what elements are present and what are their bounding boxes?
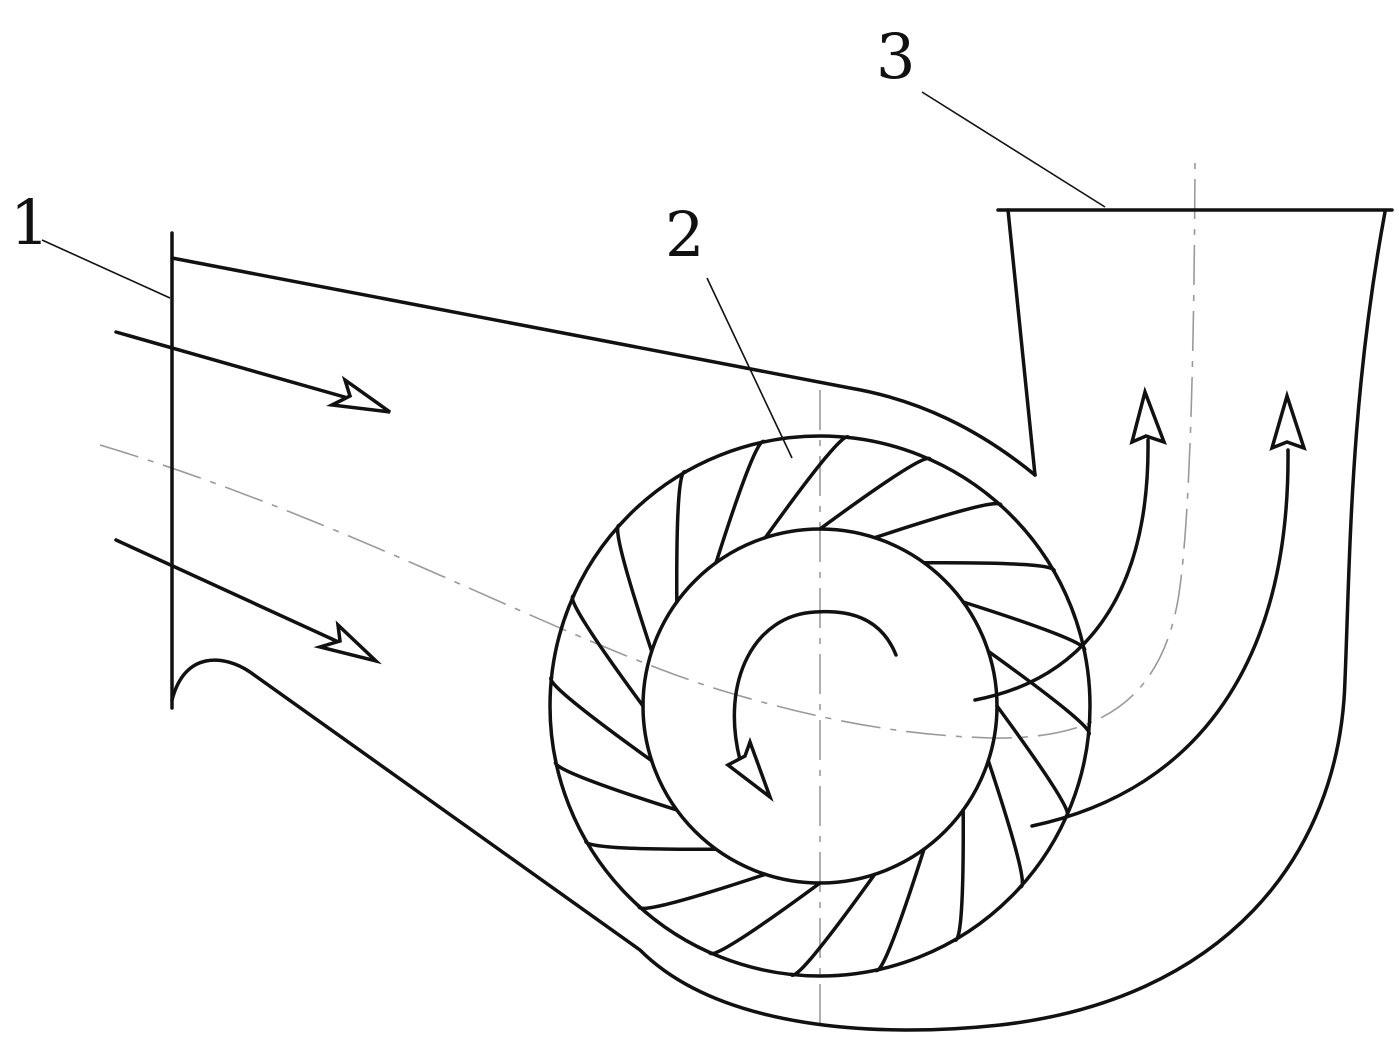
impeller-blade <box>637 872 768 911</box>
impeller-blade <box>995 704 1070 818</box>
leader-line-1 <box>41 239 171 299</box>
impeller-blade <box>674 470 688 604</box>
impeller-blade <box>952 808 966 942</box>
impeller <box>548 434 1092 978</box>
inlet-arrow-upper-shaft <box>114 330 357 402</box>
impeller-blade <box>789 872 877 977</box>
label-inlet: 1 <box>10 186 49 259</box>
centerlines <box>99 159 1196 1030</box>
label-outlet: 3 <box>876 20 915 93</box>
part-labels: 1 2 3 <box>10 20 915 271</box>
fan-housing <box>170 208 1394 1032</box>
rotation-arrow-arc <box>732 609 898 762</box>
outlet-arrow-inner-shaft <box>973 438 1150 702</box>
impeller-blade <box>570 594 645 708</box>
impeller-blades <box>549 435 1091 977</box>
impeller-blade <box>584 838 718 852</box>
outlet-flow-arrows <box>973 386 1307 828</box>
impeller-blade <box>986 758 1025 889</box>
outlet-arrow-inner-head <box>1129 386 1167 446</box>
impeller-blade <box>553 760 679 812</box>
impeller-blade <box>872 501 1003 540</box>
outlet-arrow-outer-head <box>1269 390 1307 451</box>
housing-scroll-wall <box>170 210 1387 1032</box>
impeller-blade <box>549 675 654 763</box>
inlet-flow-arrows <box>114 330 392 665</box>
flow-centerline <box>99 159 1196 739</box>
housing-upper-wall <box>170 256 1037 477</box>
impeller-blade <box>874 847 926 973</box>
rotation-arrowhead <box>724 736 774 803</box>
impeller-blade <box>961 600 1087 652</box>
impeller-blade <box>986 649 1091 737</box>
impeller-outer-ring <box>548 434 1092 978</box>
impeller-blade <box>922 560 1056 574</box>
inlet-arrow-lower-head <box>313 620 383 665</box>
impeller-blade <box>818 456 932 531</box>
outlet-left-wall <box>1006 208 1037 477</box>
inlet-arrow-lower-shaft <box>114 538 347 647</box>
leader-line-3 <box>921 91 1106 208</box>
impeller-blade <box>714 439 766 565</box>
impeller-blade <box>763 435 851 540</box>
outlet-arrow-outer-shaft <box>1030 448 1290 828</box>
label-impeller: 2 <box>665 198 704 271</box>
impeller-blade <box>708 881 822 956</box>
leader-lines <box>41 91 1106 459</box>
leader-line-2 <box>706 277 793 459</box>
impeller-blade <box>615 523 654 654</box>
inlet-arrow-upper-head <box>326 375 392 414</box>
